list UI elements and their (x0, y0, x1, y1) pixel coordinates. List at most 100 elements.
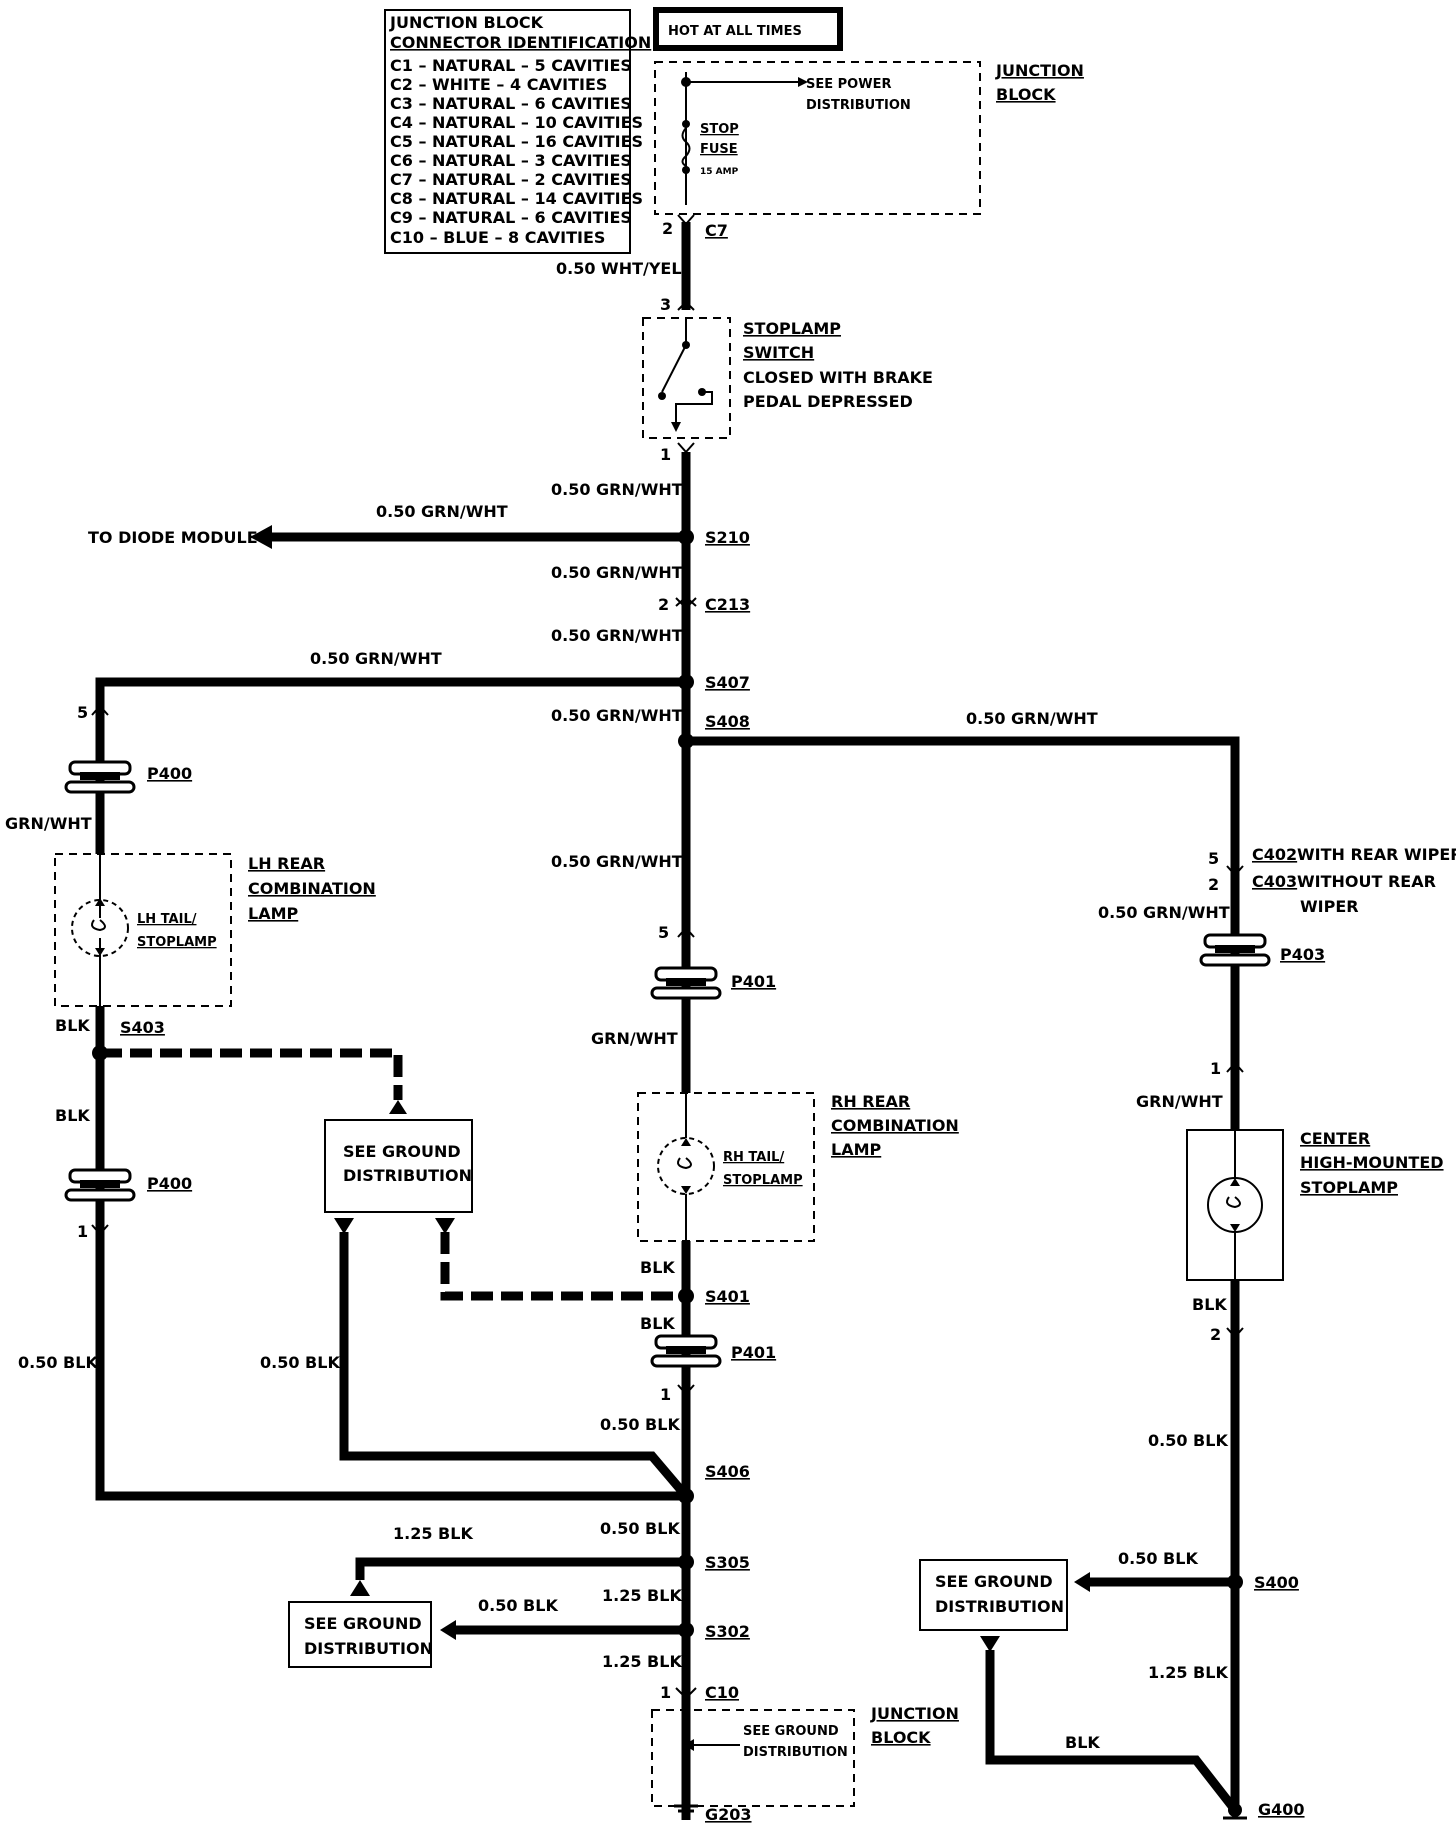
svg-text:SEE GROUND: SEE GROUND (343, 1142, 461, 1161)
svg-text:S210: S210 (705, 528, 750, 547)
svg-text:2: 2 (1210, 1325, 1221, 1344)
svg-text:S406: S406 (705, 1462, 750, 1481)
svg-text:HOT AT ALL TIMES: HOT AT ALL TIMES (668, 24, 802, 39)
svg-text:BLOCK: BLOCK (996, 85, 1056, 104)
svg-text:GRN/WHT: GRN/WHT (591, 1029, 678, 1048)
svg-text:0.50 GRN/WHT: 0.50 GRN/WHT (966, 709, 1098, 728)
table-title-1: JUNCTION BLOCK (389, 13, 544, 32)
svg-text:SEE POWER: SEE POWER (806, 77, 891, 92)
splice-s408 (678, 733, 694, 749)
svg-text:1: 1 (660, 1385, 671, 1404)
connector-p401-bottom: P401 1 (650, 1334, 776, 1404)
svg-text:DISTRIBUTION: DISTRIBUTION (806, 98, 911, 113)
svg-text:0.50 GRN/WHT: 0.50 GRN/WHT (551, 563, 683, 582)
splice-s305 (678, 1554, 694, 1570)
svg-text:STOPLAMP: STOPLAMP (723, 1173, 803, 1188)
bulb-icon (1207, 1177, 1263, 1233)
svg-text:5: 5 (658, 923, 669, 942)
hot-at-all-times-label: HOT AT ALL TIMES (653, 7, 843, 51)
svg-text:2: 2 (662, 219, 673, 238)
svg-text:0.50 BLK: 0.50 BLK (600, 1519, 680, 1538)
wire-g400-left (985, 1650, 1239, 1813)
svg-text:1.25 BLK: 1.25 BLK (1148, 1663, 1228, 1682)
svg-text:BLK: BLK (1065, 1733, 1100, 1752)
rh-rear-combination-lamp: RH TAIL/ STOPLAMP RH REAR COMBINATION LA… (637, 1085, 959, 1250)
ground-reference-middle: SEE GROUND DISTRIBUTION (324, 1119, 473, 1213)
svg-text:S403: S403 (120, 1018, 165, 1037)
svg-text:2: 2 (658, 595, 669, 614)
svg-text:CLOSED WITH BRAKE: CLOSED WITH BRAKE (743, 368, 933, 387)
svg-text:S400: S400 (1254, 1573, 1299, 1592)
table-row: C9 – NATURAL – 6 CAVITIES (390, 208, 632, 227)
svg-text:BLK: BLK (1192, 1295, 1227, 1314)
connector-p401-top: 5 P401 (650, 923, 776, 1000)
svg-text:0.50 GRN/WHT: 0.50 GRN/WHT (310, 649, 442, 668)
arrow-right-icon (798, 77, 808, 87)
svg-text:C402: C402 (1252, 845, 1297, 864)
chms-connector-top: 1 (1210, 1059, 1244, 1078)
svg-text:STOPLAMP: STOPLAMP (743, 319, 841, 338)
svg-text:0.50 BLK: 0.50 BLK (1118, 1549, 1198, 1568)
svg-text:3: 3 (660, 295, 671, 314)
svg-text:S407: S407 (705, 673, 750, 692)
svg-text:WITH REAR WIPER: WITH REAR WIPER (1297, 845, 1456, 864)
table-row: C4 – NATURAL – 10 CAVITIES (390, 113, 643, 132)
center-high-mounted-stoplamp: CENTER HIGH-MOUNTED STOPLAMP (1186, 1120, 1444, 1290)
junction-block-bottom: SEE GROUND DISTRIBUTION JUNCTION BLOCK G… (651, 1704, 959, 1824)
connector-identification-table: JUNCTION BLOCK CONNECTOR IDENTIFICATION … (384, 9, 651, 254)
svg-text:JUNCTION: JUNCTION (995, 61, 1084, 80)
table-row: C3 – NATURAL – 6 CAVITIES (390, 94, 632, 113)
junction-block-top: JUNCTION BLOCK SEE POWER DISTRIBUTION ST… (654, 61, 1084, 240)
svg-text:STOPLAMP: STOPLAMP (137, 935, 217, 950)
svg-text:C213: C213 (705, 595, 750, 614)
svg-text:0.50 BLK: 0.50 BLK (260, 1353, 340, 1372)
table-row: C8 – NATURAL – 14 CAVITIES (390, 189, 643, 208)
svg-text:DISTRIBUTION: DISTRIBUTION (304, 1639, 433, 1658)
table-row: C1 – NATURAL – 5 CAVITIES (390, 56, 632, 75)
svg-text:P401: P401 (731, 1343, 776, 1362)
svg-text:DISTRIBUTION: DISTRIBUTION (935, 1597, 1064, 1616)
svg-text:P401: P401 (731, 972, 776, 991)
svg-text:BLK: BLK (55, 1106, 90, 1125)
svg-text:LH TAIL/: LH TAIL/ (137, 912, 197, 927)
svg-text:S305: S305 (705, 1553, 750, 1572)
splice-s302 (678, 1622, 694, 1638)
svg-text:5: 5 (1208, 849, 1219, 868)
splice-s407 (678, 674, 694, 690)
svg-text:P403: P403 (1280, 945, 1325, 964)
svg-text:DISTRIBUTION: DISTRIBUTION (743, 1745, 848, 1760)
svg-text:1.25 BLK: 1.25 BLK (393, 1524, 473, 1543)
wire-ground-to-s401-dashed (440, 1232, 686, 1301)
svg-text:LAMP: LAMP (831, 1140, 882, 1159)
svg-text:RH REAR: RH REAR (831, 1092, 910, 1111)
svg-text:0.50 WHT/YEL: 0.50 WHT/YEL (556, 259, 682, 278)
svg-text:0.50 GRN/WHT: 0.50 GRN/WHT (551, 480, 683, 499)
svg-text:STOP: STOP (700, 122, 739, 137)
stoplamp-switch: 3 STOPLAMP SWITCH CLOSED WITH BRAKE PEDA… (642, 295, 933, 464)
splice-s401 (678, 1288, 694, 1304)
ground-symbol-icon (674, 1804, 698, 1818)
svg-text:WIPER: WIPER (1300, 897, 1359, 916)
svg-text:FUSE: FUSE (700, 142, 738, 157)
svg-text:CENTER: CENTER (1300, 1129, 1370, 1148)
svg-text:PEDAL DEPRESSED: PEDAL DEPRESSED (743, 392, 913, 411)
svg-text:LH REAR: LH REAR (248, 854, 325, 873)
ground-reference-lower: SEE GROUND DISTRIBUTION (288, 1601, 433, 1668)
connector-c7-icon (677, 214, 695, 226)
bulb-icon (71, 899, 129, 957)
bulb-icon (657, 1137, 715, 1195)
svg-text:C7: C7 (705, 221, 728, 240)
diode-module-ref: TO DIODE MODULE (88, 528, 258, 547)
svg-text:HIGH-MOUNTED: HIGH-MOUNTED (1300, 1153, 1444, 1172)
ground-symbol-icon (1223, 1803, 1247, 1820)
table-row: C6 – NATURAL – 3 CAVITIES (390, 151, 632, 170)
lh-rear-combination-lamp: LH TAIL/ STOPLAMP LH REAR COMBINATION LA… (54, 846, 376, 1012)
svg-text:S408: S408 (705, 712, 750, 731)
svg-text:COMBINATION: COMBINATION (248, 879, 376, 898)
svg-text:SEE GROUND: SEE GROUND (304, 1614, 422, 1633)
wire-ground-to-s406 (339, 1232, 690, 1499)
svg-text:P400: P400 (147, 1174, 192, 1193)
arrow-left-icon (250, 525, 272, 549)
svg-text:0.50 GRN/WHT: 0.50 GRN/WHT (551, 706, 683, 725)
table-row: C10 – BLUE – 8 CAVITIES (390, 228, 605, 247)
